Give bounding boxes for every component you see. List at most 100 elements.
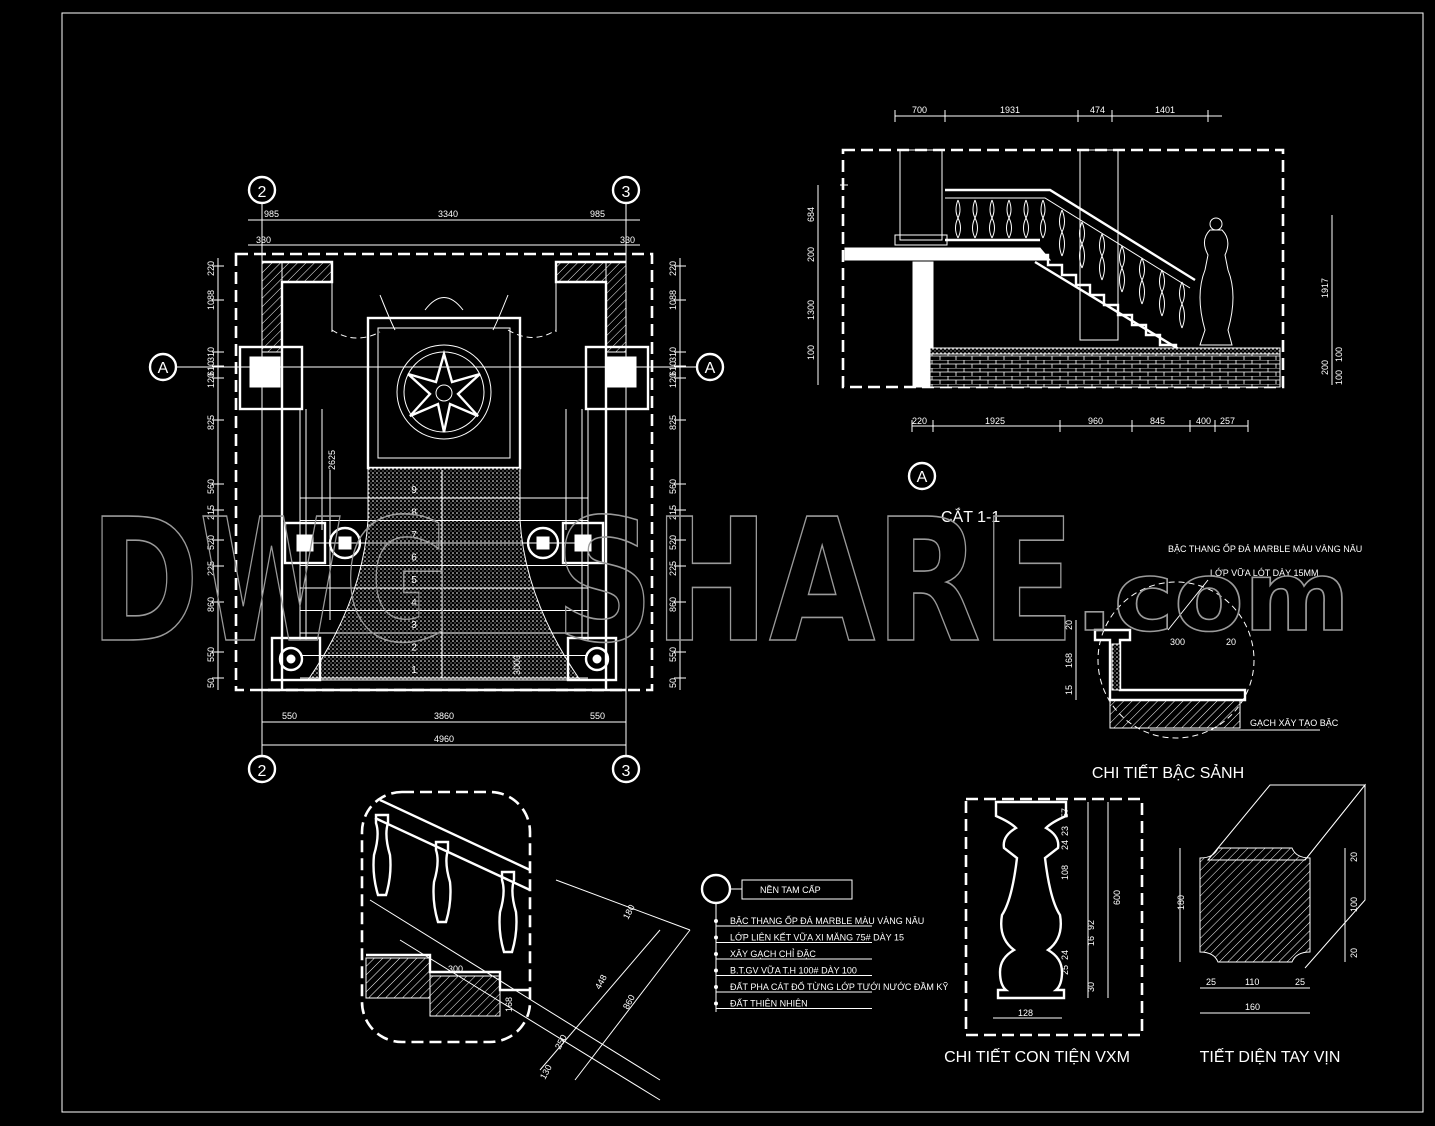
plan-dim-right-11: 860 (668, 597, 678, 612)
handrail-dim-6: 110 (1245, 977, 1259, 987)
plan-dim-top-3: 985 (590, 209, 605, 219)
plan-dim-right-9: 520 (668, 535, 678, 550)
plan-urn-right-core (536, 536, 550, 550)
plan-dim-left-9: 520 (206, 535, 216, 550)
section-stair-baluster (1059, 209, 1063, 257)
section-dim-right-2: 100 (1334, 347, 1344, 362)
plan-base-right (566, 636, 618, 682)
section-dim-top-4: 1401 (1155, 105, 1175, 115)
legend-title: NỀN TAM CẤP (760, 885, 821, 895)
plan-dim-left-11: 860 (206, 597, 216, 612)
legend-symbol (700, 873, 732, 905)
section-baluster-side (1042, 199, 1046, 239)
plan-arch-left (331, 329, 381, 339)
plan-newel-left (283, 521, 327, 565)
plan-dim-top-1: 985 (264, 209, 279, 219)
legend-bullet (714, 952, 718, 956)
legend-title-box (741, 879, 853, 900)
section-baluster (972, 199, 976, 239)
plan-urn-left-core (338, 536, 352, 550)
legend-bullet (714, 935, 718, 940)
legend-item-6: ĐẤT THIÊN NHIÊN (730, 999, 808, 1009)
plan-wall-left-top-hatch (281, 261, 333, 283)
stair-baluster-2 (432, 840, 452, 924)
section-dim-bottom-6: 257 (1220, 416, 1235, 426)
handrail-dim-2: 20 (1349, 852, 1359, 862)
section-dim-bottom-1: 220 (912, 416, 927, 426)
plan-urn-left (328, 526, 362, 560)
detail-step-brick (1109, 699, 1241, 729)
grid-label-3-top: 3 (622, 184, 631, 201)
watermark-text-dwg: DWG (90, 483, 452, 681)
section-baluster (989, 199, 993, 239)
detail-step-title: CHI TIẾT BẬC SẢNH (1092, 763, 1244, 782)
legend-item-3: XÂY GẠCH CHỈ ĐẶC (730, 948, 816, 959)
plan-dim-top-2: 3340 (438, 209, 458, 219)
detail-step-dim-3: 20 (1064, 620, 1074, 630)
plan-dashed-boundary (234, 252, 654, 692)
plan-dim-left-4: 610 (206, 361, 216, 376)
section-baluster-side (1008, 199, 1012, 239)
section-column-right (1079, 149, 1119, 341)
section-urn (1199, 229, 1234, 346)
legend-bullet (714, 1001, 718, 1006)
plan-rail-left (299, 409, 307, 640)
section-stair-baluster-side (1181, 281, 1185, 329)
baluster-dim-9: 30 (1086, 982, 1096, 992)
section-stair-baluster-side (1161, 269, 1165, 317)
detail-stair-rail (374, 798, 531, 892)
grid-label-2-bottom: 2 (258, 763, 267, 780)
section-rail-top (945, 188, 1196, 282)
legend-item-4: B.T.GV VỮA T.H 100# DÀY 100 (730, 966, 857, 976)
detail-step-callout-circle (1097, 581, 1255, 739)
baluster-dim-width: 128 (1018, 1008, 1033, 1018)
section-stair-baluster (1119, 245, 1123, 293)
grid-label-3-bottom: 3 (622, 763, 631, 780)
plan-scroll-left (278, 646, 304, 672)
baluster-dim-6: 16 (1086, 936, 1096, 946)
plan-rosette-ring (403, 351, 485, 433)
plan-scroll-right (584, 646, 610, 672)
plan-dim-left-3: 310 (206, 347, 216, 362)
legend-bullet (714, 985, 718, 989)
detail-step-profile (1093, 628, 1247, 702)
plan-pillar-left-core (249, 356, 281, 388)
grid-label-2-top: 2 (258, 184, 267, 201)
handrail-dim-1: 180 (1176, 895, 1186, 910)
handrail-dim-3: 100 (1349, 897, 1359, 912)
plan-dim-left-7: 560 (206, 479, 216, 494)
detail-baluster-profile (994, 800, 1068, 1000)
stair-baluster-3 (498, 870, 518, 954)
plan-dim-right-10: 225 (668, 561, 678, 576)
detail-step-dim-1: 300 (1170, 637, 1185, 647)
section-axis-bubble (907, 461, 937, 491)
plan-wall-right-hatch (605, 261, 627, 353)
grid-label-a-right: A (705, 360, 716, 377)
section-dim-top-1: 700 (912, 105, 927, 115)
plan-pillar-right (584, 345, 650, 411)
detail-stair-dim-4: 130 (538, 1063, 554, 1081)
detail-handrail-title: TIẾT DIỆN TAY VỊN (1200, 1047, 1341, 1066)
section-ground (929, 351, 1281, 388)
detail-step-label-1: BẬC THANG ỐP ĐÁ MARBLE MÀU VÀNG NÂU (1168, 543, 1362, 554)
plan-arch-curve-1 (379, 294, 396, 331)
plan-rosette-center (435, 384, 453, 402)
detail-stair-frame (360, 790, 532, 1044)
section-title: CẮT 1-1 (941, 507, 1000, 526)
plan-dim-right-13: 50 (668, 678, 678, 688)
detail-step-dim-5: 15 (1064, 685, 1074, 695)
detail-stair-dim-line-1 (555, 879, 691, 931)
detail-handrail: 180 20 100 20 25 110 25 160 TIẾT DIỆN TA… (1176, 783, 1367, 1066)
baluster-dim-3: 24 (1060, 840, 1070, 850)
section-dim-ticks-top (894, 110, 1209, 122)
section-slab (844, 247, 1052, 261)
detail-baluster-frame (964, 797, 1144, 1037)
detail-handrail-iso-side (1304, 783, 1366, 969)
baluster-dim-7: 24 (1060, 950, 1070, 960)
plan-arch-curve-3 (492, 294, 509, 331)
section-dashed-boundary (841, 148, 1285, 389)
